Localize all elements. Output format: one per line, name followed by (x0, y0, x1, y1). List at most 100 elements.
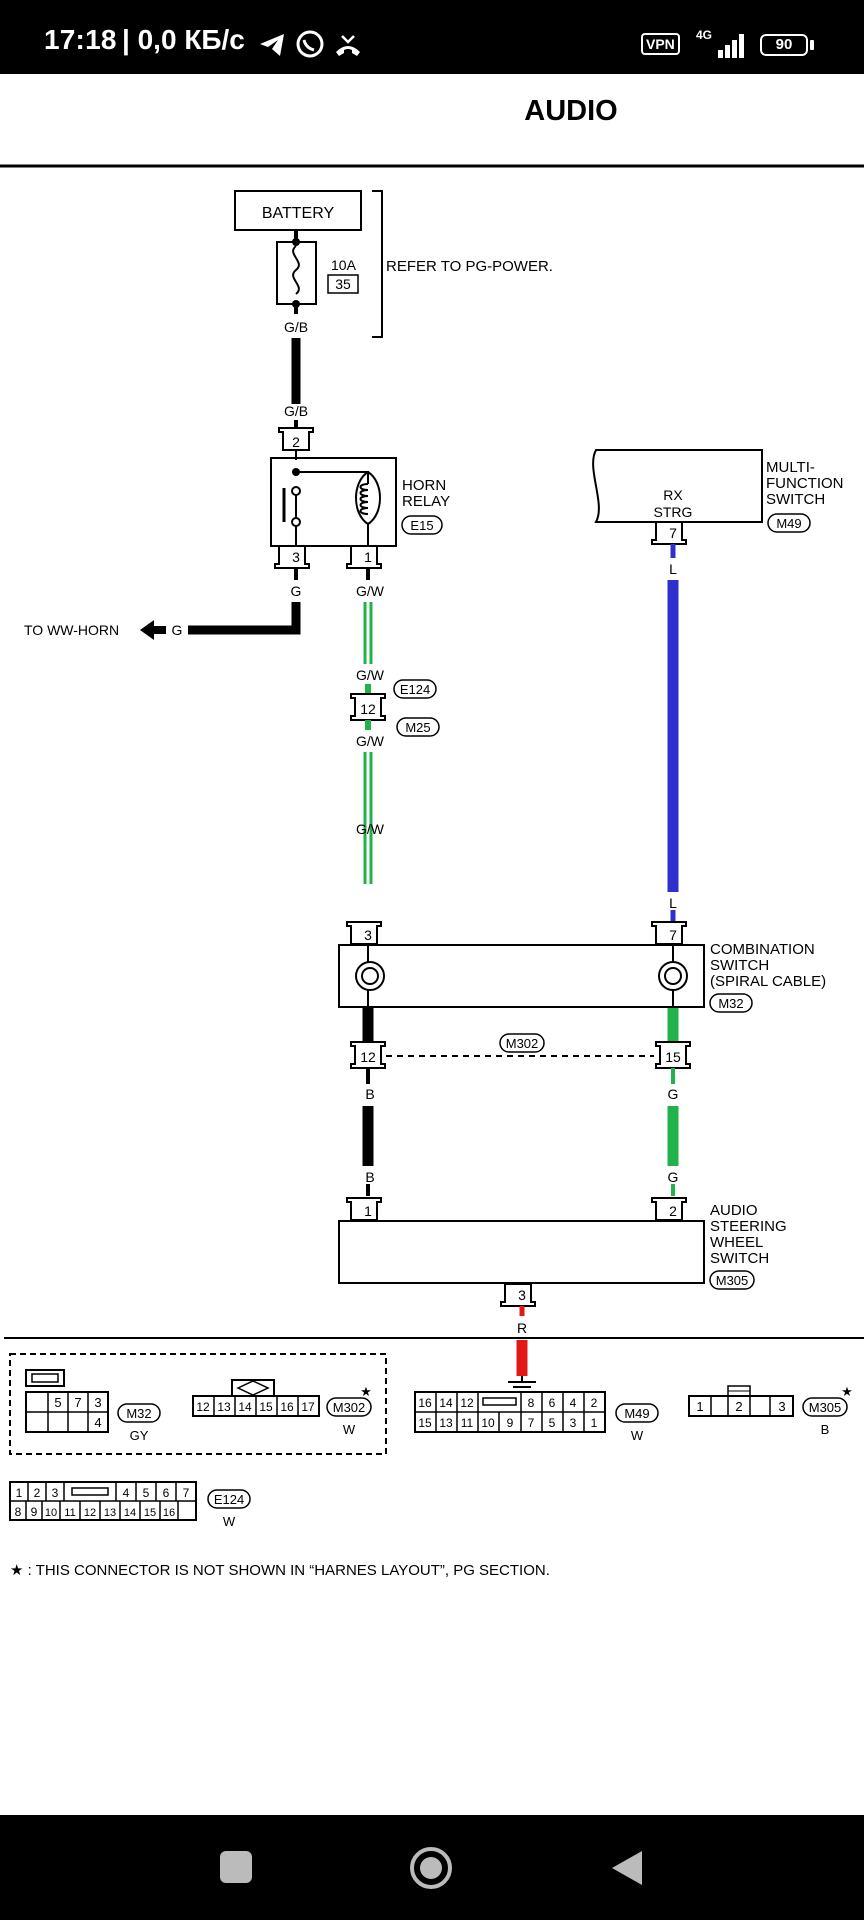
combination-switch-box (338, 944, 705, 1008)
notification-icons (260, 30, 360, 58)
m305-pin: 2 (735, 1399, 742, 1414)
m305-pin: 3 (778, 1399, 785, 1414)
m49-pin: 15 (418, 1416, 432, 1430)
spiral-cable-icon (658, 961, 688, 991)
e124-color: W (223, 1514, 236, 1529)
asw-label-1: AUDIO (710, 1202, 758, 1219)
wire-g-3: G (668, 1169, 679, 1185)
e124-pin: 16 (163, 1507, 175, 1519)
wire-gb-2: G/B (284, 403, 308, 419)
asw-label-2: STEERING (710, 1218, 787, 1235)
telegram-icon (260, 34, 284, 56)
m49-id: M49 (624, 1406, 649, 1421)
arrow-left-icon (140, 620, 166, 640)
m49-pin: 1 (591, 1416, 598, 1430)
wire-gw-4: G/W (356, 821, 385, 837)
m32-pin: 5 (54, 1395, 61, 1410)
e124-pin: 4 (123, 1486, 130, 1500)
m49-pin: 8 (528, 1396, 535, 1410)
relay-pin3: 3 (292, 549, 300, 565)
network-type: 4G (696, 28, 713, 42)
mfs-pin-7: 7 (669, 525, 677, 541)
asw-pin-1: 1 (364, 1203, 372, 1219)
fuse-number: 35 (335, 276, 351, 292)
m302-pin: 17 (301, 1400, 315, 1414)
recents-square-icon[interactable] (220, 1851, 252, 1883)
clock: 17:18 (44, 24, 117, 55)
back-triangle-icon[interactable] (610, 1849, 644, 1887)
fuse-icon (292, 245, 300, 295)
wire-r: R (517, 1320, 527, 1336)
wire-b-2: B (365, 1169, 374, 1185)
e124-pin: 9 (31, 1505, 38, 1519)
battery-tip (810, 40, 814, 50)
asw-pin-2: 2 (669, 1203, 677, 1219)
comb-label-2: SWITCH (710, 957, 769, 974)
m49-pin: 13 (439, 1416, 453, 1430)
fuse-amp: 10A (331, 257, 357, 273)
e124-pin: 3 (52, 1486, 59, 1500)
m305-id: M305 (809, 1400, 842, 1415)
wire-g-horn (188, 602, 301, 635)
wire-gw-2: G/W (356, 667, 385, 683)
battery-icon: 90 (760, 34, 808, 56)
e124-pin: 7 (183, 1486, 190, 1500)
wire-l-2: L (669, 895, 677, 911)
m302-pin: 16 (280, 1400, 294, 1414)
e124-pin: 11 (64, 1507, 75, 1519)
m305-color: B (821, 1422, 830, 1437)
m49-pin: 9 (507, 1416, 514, 1430)
relay-pin2-connector (278, 427, 314, 451)
status-bar: 17:18 | 0,0 КБ/с VPN 4G 90 (0, 0, 864, 74)
relay-label-1: HORN (402, 477, 446, 494)
e124-pin: 1 (16, 1486, 23, 1500)
wire-g-1: G (291, 583, 302, 599)
to-horn-label: TO WW-HORN (24, 622, 119, 638)
comb-pin-3: 3 (364, 927, 372, 943)
wire-b-1: B (365, 1086, 374, 1102)
connector-m49: 16 14 12 8 6 4 2 15 13 11 10 9 7 5 3 1 M… (414, 1391, 659, 1443)
e124-pin: 2 (34, 1486, 41, 1500)
network-speed: | 0,0 КБ/с (122, 24, 245, 55)
m49-pin: 3 (570, 1416, 577, 1430)
wire-gw-3: G/W (356, 733, 385, 749)
m49-pin: 16 (418, 1396, 432, 1410)
inline-connector-12 (350, 693, 386, 721)
m49-color: W (631, 1428, 644, 1443)
battery-label: BATTERY (262, 205, 335, 222)
relay-connector-id: E15 (410, 518, 433, 533)
m49-pin: 12 (460, 1396, 474, 1410)
connector-m302: 12 13 14 15 16 17 M302 W ★ (192, 1379, 372, 1437)
m302-pin: 15 (259, 1400, 273, 1414)
home-circle-icon[interactable] (408, 1845, 454, 1891)
asw-pin-3: 3 (518, 1287, 526, 1303)
power-bracket (372, 190, 383, 338)
e124-pin: 6 (163, 1486, 170, 1500)
e124-pin: 13 (104, 1507, 116, 1519)
m49-pin: 5 (549, 1416, 556, 1430)
signal-icon (718, 34, 744, 58)
vpn-badge: VPN (641, 33, 680, 55)
wiring-diagram-page: AUDIO BATTERY REFER TO PG-POWER. 10A 35 … (0, 74, 864, 1814)
relay-coil-icon (359, 483, 369, 515)
m302-pin: 14 (238, 1400, 252, 1414)
e124-pin: 14 (124, 1507, 136, 1519)
m302-pin-12: 12 (360, 1049, 376, 1065)
m305-pin: 1 (696, 1399, 703, 1414)
navigation-bar (0, 1815, 864, 1920)
wire-gb-1: G/B (284, 319, 308, 335)
diagram-title: AUDIO (524, 95, 617, 127)
m32-color: GY (130, 1428, 149, 1443)
m302-connector-id: M302 (333, 1400, 366, 1415)
e124-pin: 15 (144, 1507, 156, 1519)
refer-label: REFER TO PG-POWER. (386, 258, 553, 275)
missed-call-icon (336, 35, 360, 56)
strg-label: STRG (654, 504, 693, 520)
m49-pin: 10 (481, 1416, 495, 1430)
wire-g-2: G (668, 1086, 679, 1102)
m49-pin: 14 (439, 1396, 453, 1410)
m49-pin: 7 (528, 1416, 535, 1430)
relay-pin2: 2 (292, 434, 300, 450)
star-icon: ★ (841, 1384, 853, 1399)
asw-label-4: SWITCH (710, 1250, 769, 1267)
